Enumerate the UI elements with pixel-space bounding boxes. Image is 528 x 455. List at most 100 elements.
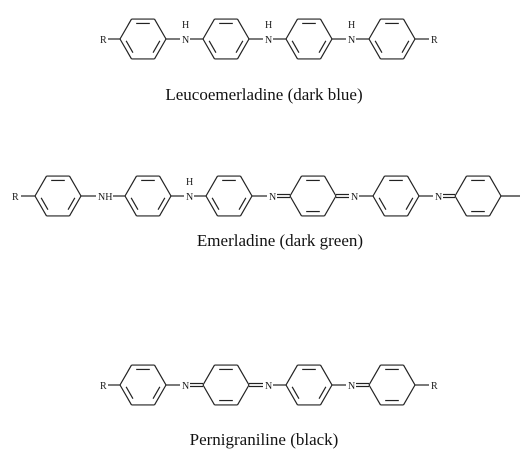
ring-bond [285, 18, 299, 40]
ring-bond [236, 38, 250, 60]
ring-bond [153, 38, 167, 60]
linker-2-label: N [265, 35, 272, 46]
caption-pernigraniline: Pernigraniline (black) [190, 430, 339, 449]
ring-double-bond [235, 40, 244, 53]
ring-bond [323, 175, 337, 197]
ring-bond [319, 384, 333, 406]
linker-4-label: N [351, 192, 358, 203]
ring-bond [368, 38, 382, 60]
ring-1 [119, 364, 167, 406]
ring-bond [402, 38, 416, 60]
ring-4-quinoid [368, 364, 416, 406]
substituent-left: R [100, 381, 107, 392]
linker-1-h: H [182, 20, 189, 31]
linker-2-label: N [265, 381, 272, 392]
ring-1 [119, 18, 167, 60]
emeraldine-structure: R NH H N N N N [12, 175, 520, 217]
linker-1-label: N [182, 381, 189, 392]
ring-5 [372, 175, 420, 217]
ring-bond [319, 18, 333, 40]
linker-1-label: NH [98, 192, 112, 203]
ring-bond [406, 195, 420, 217]
ring-bond [158, 175, 172, 197]
ring-2 [124, 175, 172, 217]
ring-double-bond [130, 197, 139, 210]
caption-leucoemeraldine: Leucoemerladine (dark blue) [165, 85, 362, 104]
ring-bond [406, 175, 420, 197]
ring-3 [285, 18, 333, 60]
ring-bond [236, 18, 250, 40]
ring-bond [319, 364, 333, 386]
ring-bond [124, 195, 138, 217]
ring-bond [119, 364, 133, 386]
ring-bond [368, 384, 382, 406]
ring-double-bond [152, 40, 161, 53]
ring-bond [372, 175, 386, 197]
leucoemeraldine-structure: R H N H N H N R [100, 18, 438, 60]
ring-bond [202, 38, 216, 60]
ring-bond [119, 18, 133, 40]
linker-3-label: N [348, 35, 355, 46]
ring-double-bond [318, 40, 327, 53]
ring-double-bond [125, 386, 134, 399]
ring-bond [205, 195, 219, 217]
ring-bond [402, 18, 416, 40]
ring-bond [402, 364, 416, 386]
ring-double-bond [374, 40, 383, 53]
ring-bond [488, 195, 502, 217]
ring-bond [236, 364, 250, 386]
ring-4-quinoid [289, 175, 337, 217]
ring-bond [34, 175, 48, 197]
linker-3-h: H [348, 20, 355, 31]
ring-bond [202, 364, 216, 386]
substituent-right: R [431, 35, 438, 46]
linker-5-label: N [435, 192, 442, 203]
linker-3-label: N [269, 192, 276, 203]
ring-bond [239, 175, 253, 197]
ring-bond [454, 195, 468, 217]
ring-bond [205, 175, 219, 197]
ring-bond [202, 384, 216, 406]
ring-bond [119, 38, 133, 60]
ring-bond [285, 364, 299, 386]
ring-bond [68, 175, 82, 197]
ring-1 [34, 175, 82, 217]
ring-bond [368, 364, 382, 386]
ring-bond [153, 364, 167, 386]
ring-bond [285, 38, 299, 60]
ring-double-bond [291, 40, 300, 53]
ring-bond [202, 18, 216, 40]
ring-bond [236, 384, 250, 406]
ring-2-quinoid [202, 364, 250, 406]
ring-bond [488, 175, 502, 197]
ring-bond [289, 195, 303, 217]
linker-3-label: N [348, 381, 355, 392]
ring-bond [153, 18, 167, 40]
ring-bond [368, 18, 382, 40]
linker-2-h: H [265, 20, 272, 31]
ring-bond [68, 195, 82, 217]
ring-double-bond [157, 197, 166, 210]
ring-double-bond [67, 197, 76, 210]
ring-3 [205, 175, 253, 217]
ring-3 [285, 364, 333, 406]
ring-bond [319, 38, 333, 60]
ring-double-bond [238, 197, 247, 210]
ring-2 [202, 18, 250, 60]
ring-double-bond [211, 197, 220, 210]
ring-double-bond [318, 386, 327, 399]
linker-1-label: N [182, 35, 189, 46]
ring-bond [323, 195, 337, 217]
ring-bond [119, 384, 133, 406]
substituent-right: R [431, 381, 438, 392]
ring-bond [34, 195, 48, 217]
ring-6-quinoid [454, 175, 502, 217]
ring-double-bond [40, 197, 49, 210]
substituent-left: R [12, 192, 19, 203]
linker-2-label: N [186, 192, 193, 203]
ring-bond [285, 384, 299, 406]
ring-double-bond [208, 40, 217, 53]
ring-bond [454, 175, 468, 197]
ring-double-bond [378, 197, 387, 210]
